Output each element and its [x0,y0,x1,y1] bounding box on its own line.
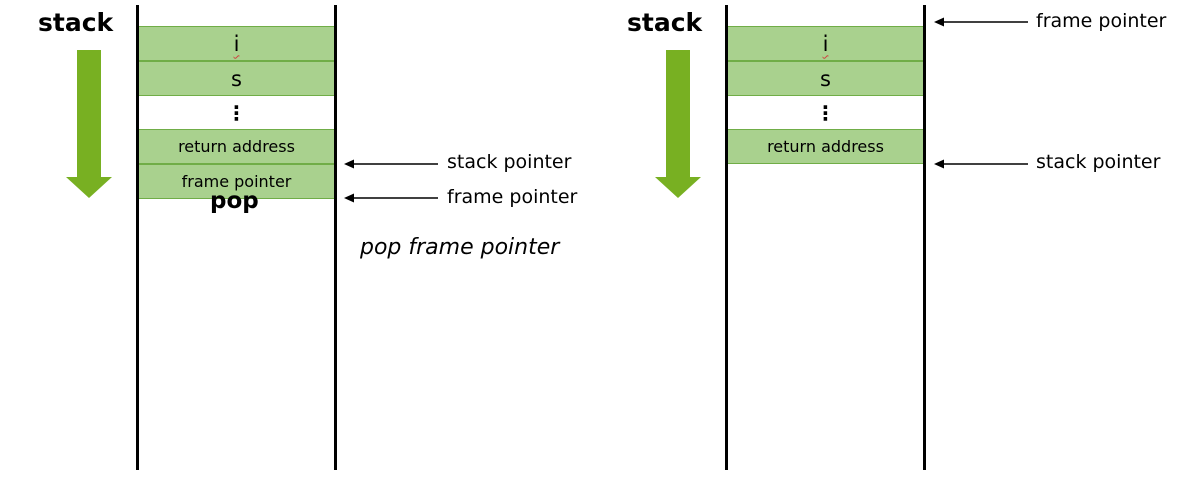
left-cell-return-address: return address [139,129,334,164]
left-cell-s: s [139,61,334,96]
right-cell-s: s [728,61,923,96]
right-frame-pointer-label: frame pointer [1036,10,1167,32]
left-stack-right-wall [334,5,337,470]
right-cell-ellipsis: ⋮ [815,100,836,125]
right-stack-title: stack [627,8,703,37]
right-stack-right-wall [923,5,926,470]
right-frame-pointer-arrow-icon [934,17,1028,27]
left-stack-title: stack [38,8,114,37]
left-cell-frame-pointer: frame pointer [139,164,334,199]
left-cell-ellipsis: ⋮ [226,100,247,125]
right-stack-growth-arrow-icon [655,50,701,198]
right-stack-pointer-arrow-icon [934,159,1028,169]
left-caption: pop frame pointer [360,235,560,260]
left-frame-pointer-arrow-icon [344,193,438,203]
right-cell-i: i [728,26,923,61]
left-stack-growth-arrow-icon [66,50,112,198]
left-cell-i: i [139,26,334,61]
left-pop-label: pop [210,188,259,214]
left-stack-pointer-label: stack pointer [447,151,572,173]
left-frame-pointer-label: frame pointer [447,186,578,208]
right-stack-left-wall [725,5,728,470]
left-stack-pointer-arrow-icon [344,159,438,169]
right-stack-pointer-label: stack pointer [1036,151,1161,173]
right-cell-return-address: return address [728,129,923,164]
left-stack-left-wall [136,5,139,470]
